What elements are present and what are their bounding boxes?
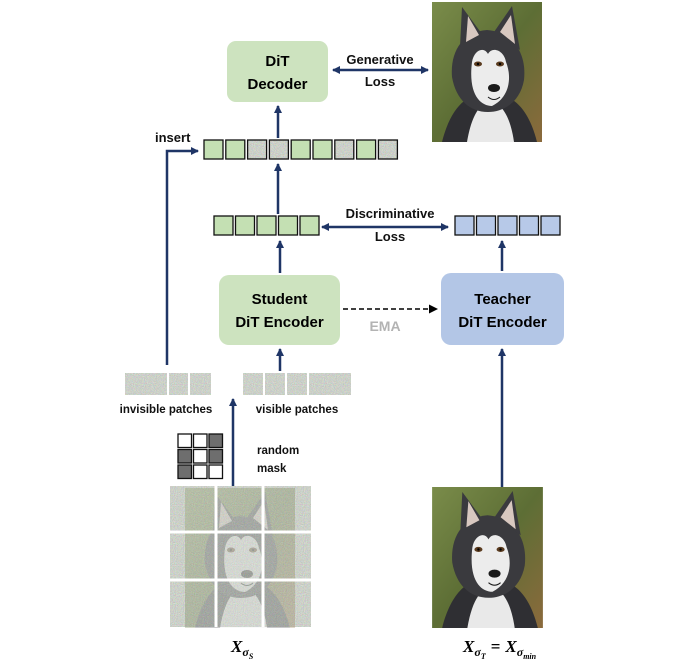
noise-token (334, 139, 355, 160)
random-mask-label-line2: mask (257, 463, 287, 475)
noise-token (377, 139, 399, 160)
invisible-patches-strip (125, 373, 211, 395)
student-latent-token (256, 215, 277, 236)
teacher-latent-token (518, 215, 540, 236)
student-input-formula: XσS (230, 637, 254, 660)
target-husky-image (432, 2, 542, 142)
teacher-input-husky-image (432, 487, 543, 628)
teacher-encoder-label-line1: Teacher (474, 291, 531, 308)
visible-token (312, 139, 333, 160)
noisy-student-input-image (170, 486, 311, 628)
visible-patches-strip (243, 373, 351, 395)
svg-text:XσS: XσS (230, 637, 254, 660)
mask-cell (177, 464, 193, 480)
teacher-encoder-box: Teacher DiT Encoder (441, 273, 564, 345)
student-latent-tokens (213, 215, 320, 236)
teacher-latent-token (454, 215, 475, 236)
visible-token (203, 139, 224, 160)
visible-token (290, 139, 311, 160)
formula-right-eq: = (491, 637, 501, 656)
mask-cell (177, 448, 193, 464)
decoder-token-row (203, 139, 399, 160)
random-mask-grid (177, 433, 224, 480)
teacher-encoder-label-line2: DiT Encoder (458, 314, 547, 331)
formula-left-base: X (230, 637, 243, 656)
insert-label: insert (155, 130, 191, 145)
student-encoder-box: Student DiT Encoder (219, 275, 340, 345)
student-encoder-label-line1: Student (252, 291, 308, 308)
student-latent-token (277, 215, 299, 236)
mask-cell (192, 464, 208, 480)
teacher-input-formula: XσT=Xσmin (462, 637, 537, 660)
formula-right-subsub2: min (523, 652, 536, 660)
student-encoder-label-line2: DiT Encoder (235, 314, 324, 331)
invisible-patches-label: invisible patches (120, 404, 213, 416)
noise-token (246, 139, 268, 160)
generative-loss-label-line1: Generative (346, 52, 413, 67)
formula-right-subsub: T (481, 652, 487, 660)
dit-decoder-label-line1: DiT (265, 53, 289, 70)
discriminative-loss-label-line2: Loss (375, 229, 405, 244)
mask-cell (192, 448, 208, 464)
svg-text:XσT=Xσmin: XσT=Xσmin (462, 637, 537, 660)
visible-token (355, 139, 377, 160)
dit-decoder-box: DiT Decoder (227, 41, 328, 102)
formula-right-base2: X (504, 637, 517, 656)
student-latent-token (299, 215, 320, 236)
formula-left-subsub: S (249, 652, 254, 660)
teacher-latent-tokens (454, 215, 561, 236)
formula-right-sub2: σ (517, 645, 524, 659)
teacher-latent-token (497, 215, 518, 236)
mask-cell (208, 464, 224, 480)
student-latent-token (234, 215, 256, 236)
formula-right-sub: σ (474, 645, 481, 659)
teacher-latent-token (540, 215, 561, 236)
insert-arrow (165, 147, 199, 365)
mask-cell (208, 433, 224, 449)
random-mask-label-line1: random (257, 445, 299, 457)
formula-left-sub: σ (242, 645, 249, 659)
generative-loss-label-line2: Loss (365, 74, 395, 89)
ema-label: EMA (369, 318, 400, 334)
mask-cell (192, 433, 208, 449)
mask-cell (208, 448, 224, 464)
teacher-latent-token (475, 215, 497, 236)
dit-decoder-label-line2: Decoder (247, 76, 307, 93)
visible-patches-label: visible patches (256, 404, 338, 416)
student-latent-token (213, 215, 234, 236)
formula-right-base: X (462, 637, 475, 656)
mask-cell (177, 433, 193, 449)
discriminative-loss-label-line1: Discriminative (346, 206, 435, 221)
noise-token (268, 139, 290, 160)
visible-token (225, 139, 246, 160)
